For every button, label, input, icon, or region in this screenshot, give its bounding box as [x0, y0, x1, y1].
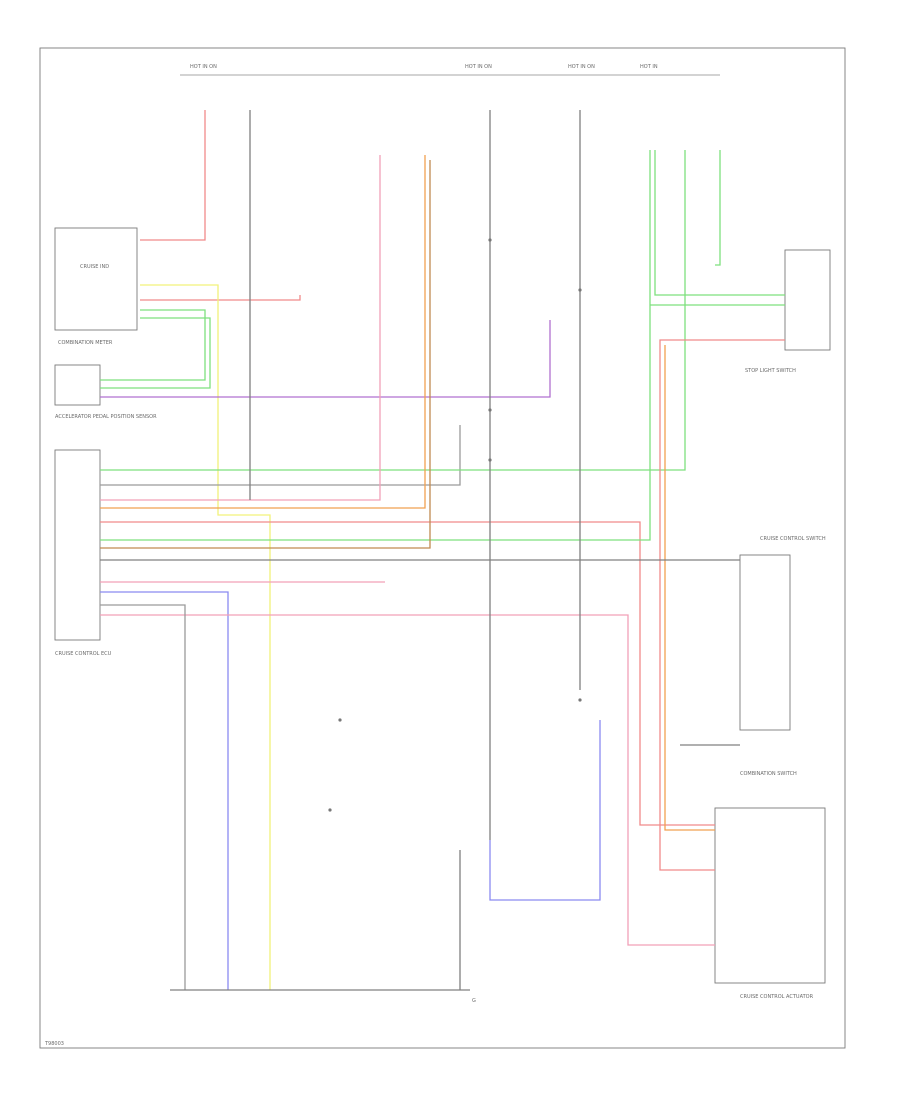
accelerator-sensor-label: ACCELERATOR PEDAL POSITION SENSOR — [55, 414, 157, 420]
wire-green-4 — [100, 317, 211, 389]
splice-dot-5 — [338, 718, 342, 722]
wire-gray-6 — [100, 425, 461, 486]
splice-dot-2 — [488, 408, 492, 412]
wire-blue-14 — [100, 591, 229, 990]
wire-violet-5 — [100, 320, 551, 398]
cruise-switch-box — [739, 554, 791, 731]
ground-label: G — [472, 998, 476, 1004]
fuse-hot-label-2: HOT IN ON — [465, 64, 492, 70]
cruise-switch-label: CRUISE CONTROL SWITCH — [760, 536, 826, 542]
splice-dot-4 — [578, 698, 582, 702]
combination-meter-label: COMBINATION METER — [58, 340, 113, 346]
diagram-frame — [39, 47, 846, 1049]
wire-green-3 — [100, 309, 206, 381]
wire-pink-8 — [100, 155, 381, 501]
splice-dot-0 — [488, 238, 492, 242]
actuator-box — [714, 807, 826, 984]
wire-green-18 — [654, 150, 785, 296]
wire-red-1 — [140, 295, 301, 301]
wire-green-17 — [715, 150, 721, 266]
wire-blue-22 — [489, 720, 601, 901]
splice-dot-1 — [578, 288, 582, 292]
wire-gray-16 — [100, 604, 186, 990]
wire-red-20 — [659, 339, 785, 871]
wire-yellow-2 — [140, 284, 271, 990]
splice-dot-3 — [488, 458, 492, 462]
wire-orange-21 — [664, 345, 715, 831]
wire-green-11 — [100, 150, 651, 541]
wire-green-7 — [100, 150, 686, 471]
cruise-ecu-box — [54, 449, 101, 641]
wire-brown-12 — [100, 160, 431, 549]
cruise-ecu-label: CRUISE CONTROL ECU — [55, 651, 112, 657]
wire-group — [100, 110, 785, 991]
wire-red-10 — [100, 521, 715, 826]
combination-meter-box — [54, 227, 138, 331]
wire-orange-9 — [100, 155, 426, 509]
actuator-label: CRUISE CONTROL ACTUATOR — [740, 994, 814, 1000]
stop-light-switch-label: STOP LIGHT SWITCH — [745, 368, 796, 374]
wire-red-0 — [140, 110, 206, 241]
combination-switch-label: COMBINATION SWITCH — [740, 771, 797, 777]
footer-code: T98003 — [44, 1041, 64, 1047]
stop-light-switch-box — [784, 249, 831, 351]
cruise-ind-label: CRUISE IND — [80, 264, 109, 270]
fuse-hot-label-3: HOT IN ON — [568, 64, 595, 70]
wire-pink-15 — [100, 614, 715, 946]
accelerator-sensor-box — [54, 364, 101, 406]
fuse-hot-label-1: HOT IN ON — [190, 64, 217, 70]
splice-dot-6 — [328, 808, 332, 812]
fuse-hot-label-4: HOT IN — [640, 64, 658, 70]
